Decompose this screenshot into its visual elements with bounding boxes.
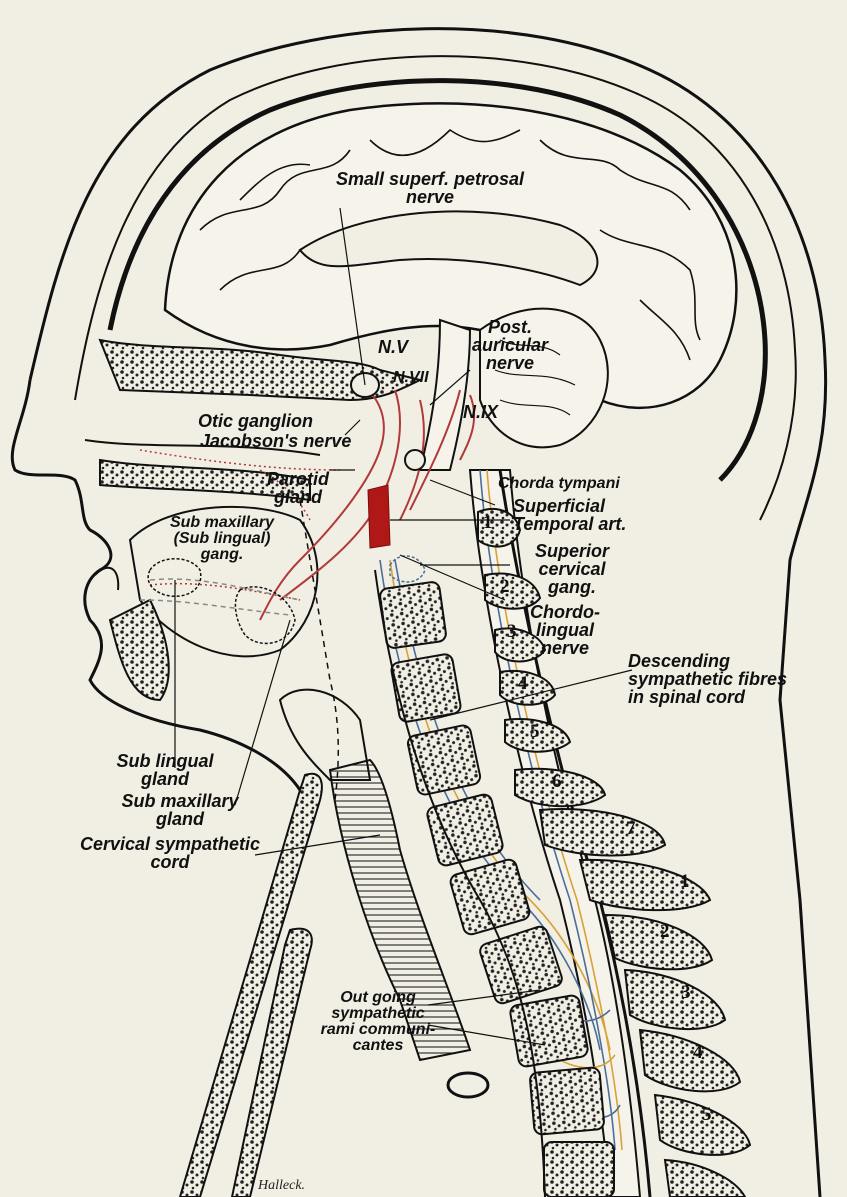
- thoracic-vertebra-number: 3: [681, 983, 691, 1002]
- label-line: nerve: [450, 354, 570, 372]
- label-sub-lingual-gland: Sub lingual gland: [100, 752, 230, 788]
- label-line: Post.: [450, 318, 570, 336]
- label-sub-maxillary-gland: Sub maxillary gland: [110, 792, 250, 828]
- thoracic-vertebra-number: 4: [693, 1043, 703, 1062]
- label-superficial-temporal-art: Superficial Temporal art.: [513, 497, 626, 533]
- label-line: Small superf. petrosal: [330, 170, 530, 188]
- label-superior-cervical-gang: Superior cervical gang.: [512, 542, 632, 596]
- superior-cervical-gang: [390, 556, 425, 582]
- label-line: Superior: [512, 542, 632, 560]
- nix-nerve-root: [405, 450, 425, 470]
- label-line: gland: [110, 810, 250, 828]
- label-line: Chordo-: [510, 603, 620, 621]
- label-post-auricular-nerve: Post. auricular nerve: [450, 318, 570, 372]
- label-line: gland: [248, 488, 348, 506]
- cervical-vertebra-number: 5: [530, 722, 540, 741]
- label-parotid-gland: Parotid gland: [248, 470, 348, 506]
- label-n-vii: N.VII: [393, 370, 429, 386]
- label-line: sympathetic fibres: [628, 670, 787, 688]
- label-line: nerve: [330, 188, 530, 206]
- label-jacobsons-nerve: Jacobson's nerve: [200, 432, 351, 450]
- label-line: Temporal art.: [513, 515, 626, 533]
- label-chordo-lingual-nerve: Chordo- lingual nerve: [510, 603, 620, 657]
- trachea-end: [448, 1073, 488, 1097]
- thoracic-vertebra-number: 2: [660, 922, 670, 941]
- cervical-vertebra-number: 2: [500, 577, 510, 596]
- label-line: gang.: [152, 547, 292, 563]
- label-small-superf-petrosal: Small superf. petrosal nerve: [330, 170, 530, 206]
- label-line: (Sub lingual): [152, 531, 292, 547]
- cervical-vertebra-number: 1: [483, 513, 493, 532]
- label-cervical-sympathetic-cord: Cervical sympathetic cord: [60, 835, 280, 871]
- artist-signature: Halleck.: [258, 1178, 305, 1194]
- label-line: cord: [60, 853, 280, 871]
- label-line: Cervical sympathetic: [60, 835, 280, 853]
- label-line: Sub maxillary: [110, 792, 250, 810]
- label-line: Sub maxillary: [152, 515, 292, 531]
- label-chorda-tympani: Chorda tympani: [498, 476, 620, 492]
- label-line: sympathetic: [318, 1006, 438, 1022]
- label-descending-sympathetic-fibres: Descending sympathetic fibres in spinal …: [628, 652, 787, 706]
- label-line: Out going: [318, 990, 438, 1006]
- label-line: Sub lingual: [100, 752, 230, 770]
- thoracic-vertebra-number: 1: [680, 872, 690, 891]
- label-sub-maxillary-gang: Sub maxillary (Sub lingual) gang.: [152, 515, 292, 563]
- label-line: gland: [100, 770, 230, 788]
- label-n-ix: N.IX: [463, 403, 498, 421]
- label-line: Parotid: [248, 470, 348, 488]
- superficial-temporal-artery: [368, 485, 390, 548]
- label-line: nerve: [510, 639, 620, 657]
- label-otic-ganglion: Otic ganglion: [198, 412, 313, 430]
- label-line: cervical: [512, 560, 632, 578]
- mandible: [110, 600, 169, 700]
- cervical-vertebra-number: 7: [626, 819, 636, 838]
- cervical-vertebra-number: 6: [552, 772, 562, 791]
- label-line: Superficial: [513, 497, 626, 515]
- label-out-going-rami: Out going sympathetic rami communi- cant…: [318, 990, 438, 1054]
- label-line: auricular: [450, 336, 570, 354]
- label-line: cantes: [318, 1038, 438, 1054]
- thoracic-vertebra-number: 5: [702, 1105, 712, 1124]
- label-line: gang.: [512, 578, 632, 596]
- label-line: rami communi-: [318, 1022, 438, 1038]
- label-line: in spinal cord: [628, 688, 787, 706]
- label-line: Descending: [628, 652, 787, 670]
- cervical-vertebra-number: 4: [518, 674, 528, 693]
- label-line: lingual: [510, 621, 620, 639]
- label-n-v: N.V: [378, 338, 408, 356]
- cervical-vertebra-number: 3: [507, 622, 517, 641]
- dashed-gray-nerves: [140, 579, 300, 615]
- lower-lip: [95, 568, 118, 590]
